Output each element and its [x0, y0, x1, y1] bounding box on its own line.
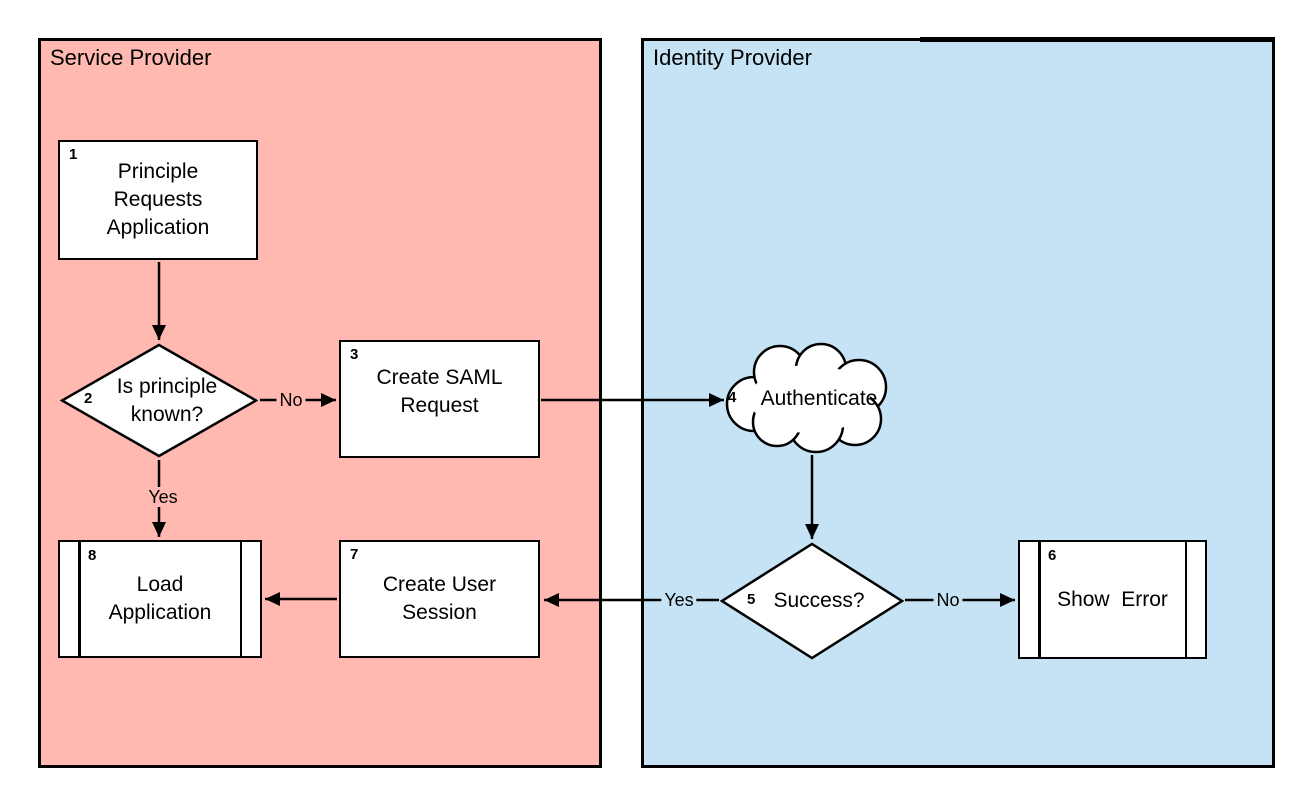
node-4-label: Authenticate — [760, 386, 878, 410]
edge-label-no-success: No — [933, 590, 963, 610]
node-5-label: Success? — [773, 589, 865, 612]
node-2-number: 2 — [84, 390, 93, 407]
lane-top-border-segment — [920, 37, 1275, 42]
lane-identity-provider-title: Identity Provider — [653, 45, 812, 70]
node-7-label: Create User Session — [382, 573, 502, 624]
node-success-decision: 5 Success? — [720, 542, 904, 660]
node-6-number: 6 — [1048, 547, 1057, 564]
diamond-shape — [720, 542, 904, 660]
node-3-label: Create SAML Request — [376, 366, 509, 417]
node-6-label: Show Error — [1057, 587, 1168, 611]
node-8-number: 8 — [88, 547, 97, 564]
node-is-principle-known: 2 Is principle known? — [60, 343, 258, 458]
node-authenticate: 4 Authenticate — [720, 342, 900, 455]
node-create-user-session: 7 Create User Session — [339, 540, 540, 658]
predefined-bar — [239, 542, 242, 656]
node-3-number: 3 — [350, 346, 359, 363]
node-load-application: 8 Load Application — [58, 540, 262, 658]
edge-label-yes-principle: Yes — [145, 487, 181, 507]
lane-service-provider-title: Service Provider — [50, 45, 212, 70]
node-create-saml-request: 3 Create SAML Request — [339, 340, 540, 458]
node-8-label: Load Application — [108, 573, 212, 624]
node-2-label: Is principle known? — [116, 374, 224, 426]
node-show-error: 6 Show Error — [1018, 540, 1207, 659]
node-7-number: 7 — [350, 546, 359, 563]
edge-label-no-principle: No — [276, 390, 306, 410]
edge-label-yes-success: Yes — [661, 590, 697, 610]
predefined-bar — [1038, 542, 1041, 657]
cloud-shape — [725, 342, 888, 454]
node-principle-requests-application: 1 Principle Requests Application — [58, 140, 258, 260]
node-1-number: 1 — [69, 146, 78, 163]
node-5-number: 5 — [747, 591, 756, 608]
node-1-label: Principle Requests Application — [106, 160, 210, 239]
node-4-number: 4 — [728, 389, 737, 406]
predefined-bar — [1184, 542, 1187, 657]
predefined-bar — [78, 542, 81, 656]
diamond-shape — [60, 343, 258, 458]
